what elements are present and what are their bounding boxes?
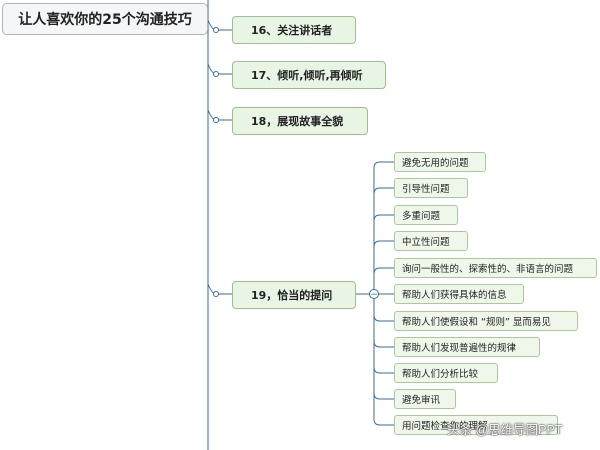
- subtopic-9[interactable]: 帮助人们分析比较: [394, 363, 498, 383]
- subtopic-label: 帮助人们获得具体的信息: [402, 290, 507, 301]
- subtopic-label: 帮助人们使假设和 “规则” 显而易见: [402, 317, 551, 328]
- subtopic-label: 询问一般性的、探索性的、非语言的问题: [402, 264, 574, 275]
- subtopic-11[interactable]: 用问题检查你的理解: [394, 415, 558, 435]
- subtopic-1[interactable]: 避免无用的问题: [394, 152, 486, 172]
- subtopic-label: 避免审讯: [402, 395, 441, 406]
- topic-17[interactable]: 17、倾听,倾听,再倾听: [232, 61, 386, 89]
- subtopic-label: 用问题检查你的理解: [402, 421, 488, 432]
- topic-16[interactable]: 16、关注讲话者: [232, 16, 356, 44]
- topic-18[interactable]: 18，展现故事全貌: [232, 107, 368, 135]
- topic-connectors: [207, 19, 232, 297]
- topic-label: 17、倾听,倾听,再倾听: [251, 69, 363, 82]
- topic-19[interactable]: 19，恰当的提问: [232, 281, 356, 309]
- subtopic-connectors: [373, 161, 394, 426]
- watermark: 头条 @思维导图PPT: [447, 423, 563, 437]
- topic-label: 16、关注讲话者: [251, 24, 333, 37]
- subtopic-label: 避免无用的问题: [402, 158, 469, 169]
- topic-label: 19，恰当的提问: [251, 289, 333, 302]
- subtopic-label: 帮助人们发现普遍性的规律: [402, 343, 517, 354]
- subtopic-6[interactable]: 帮助人们获得具体的信息: [394, 284, 524, 304]
- collapse-symbol: −: [370, 290, 378, 300]
- subtopic-label: 引导性问题: [402, 184, 450, 195]
- subtopic-label: 多重问题: [402, 211, 441, 222]
- subtopic-label: 中立性问题: [402, 237, 450, 248]
- subtopic-7[interactable]: 帮助人们使假设和 “规则” 显而易见: [394, 311, 578, 331]
- subtopic-2[interactable]: 引导性问题: [394, 178, 468, 198]
- root-title: 让人喜欢你的25个沟通技巧: [18, 12, 192, 28]
- subtopic-8[interactable]: 帮助人们发现普遍性的规律: [394, 337, 540, 357]
- collapse-toggle[interactable]: −: [369, 289, 379, 301]
- subtopic-3[interactable]: 多重问题: [394, 205, 458, 225]
- root-node[interactable]: 让人喜欢你的25个沟通技巧: [2, 3, 208, 35]
- subtopic-4[interactable]: 中立性问题: [394, 231, 468, 251]
- topic-label: 18，展现故事全貌: [251, 115, 344, 128]
- subtopic-10[interactable]: 避免审讯: [394, 389, 456, 409]
- subtopic-label: 帮助人们分析比较: [402, 369, 479, 380]
- subtopic-5[interactable]: 询问一般性的、探索性的、非语言的问题: [394, 258, 597, 278]
